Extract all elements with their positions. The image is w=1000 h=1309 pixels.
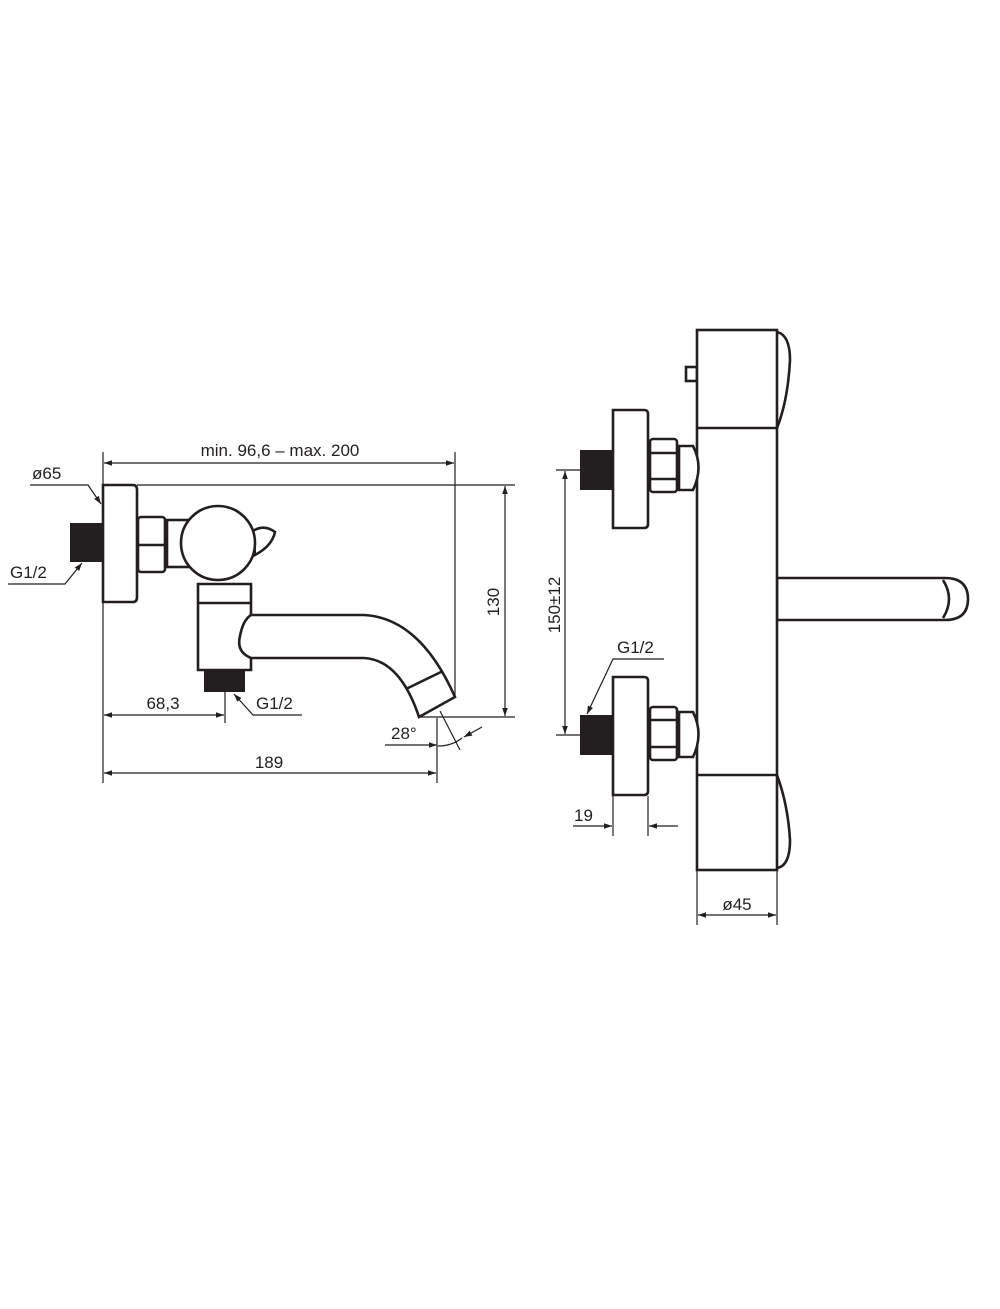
upper-inlet (580, 408, 700, 530)
plate-diameter-label: ø65 (32, 464, 61, 483)
spout-angle-label: 28° (391, 724, 417, 743)
bottom-cap-curve (775, 774, 792, 870)
lower-inlet (580, 675, 700, 797)
inlet-thread-label: G1/2 (10, 563, 47, 582)
dimension-inlet-thread: G1/2 (8, 562, 83, 585)
dimension-inlet-spacing: 150±12 (545, 469, 581, 736)
total-length-label: 189 (255, 753, 283, 772)
height-label: 130 (484, 588, 503, 616)
dimension-body-diameter: ø45 (696, 871, 778, 925)
outlet-offset-label: 68,3 (146, 694, 179, 713)
handle-tip (251, 526, 277, 558)
thermostat-body (695, 328, 779, 872)
front-view: 150±12 G1/2 19 ø45 (545, 328, 970, 925)
spout (237, 613, 457, 719)
dimension-plate-depth: 19 (573, 796, 678, 836)
dimension-total-length: 189 (104, 718, 438, 783)
dimension-height: 130 (137, 484, 515, 718)
valve-body (196, 582, 253, 672)
spout-front (775, 576, 970, 622)
dimension-outlet-thread: G1/2 (233, 693, 302, 716)
side-view: min. 96,6 – max. 200 ø65 G1/2 130 (8, 441, 515, 783)
projection-label: min. 96,6 – max. 200 (201, 441, 360, 460)
inlet-spacing-label: 150±12 (545, 577, 564, 634)
top-knob (684, 365, 699, 383)
outlet-thread-label: G1/2 (256, 694, 293, 713)
body-diameter-label: ø45 (722, 895, 751, 914)
handle (179, 504, 257, 582)
dimension-plate-diameter: ø65 (30, 464, 102, 505)
outlet-thread (204, 671, 245, 692)
dimension-front-thread: G1/2 (586, 638, 664, 715)
dimension-projection: min. 96,6 – max. 200 (102, 441, 456, 783)
front-thread-label: G1/2 (617, 638, 654, 657)
plate-depth-label: 19 (574, 806, 593, 825)
dimension-outlet-offset: 68,3 (104, 692, 226, 723)
wall-plate (101, 483, 139, 604)
inlet-pipe (70, 523, 103, 562)
top-cap-curve (775, 330, 792, 429)
dimension-spout-angle: 28° (385, 710, 483, 751)
